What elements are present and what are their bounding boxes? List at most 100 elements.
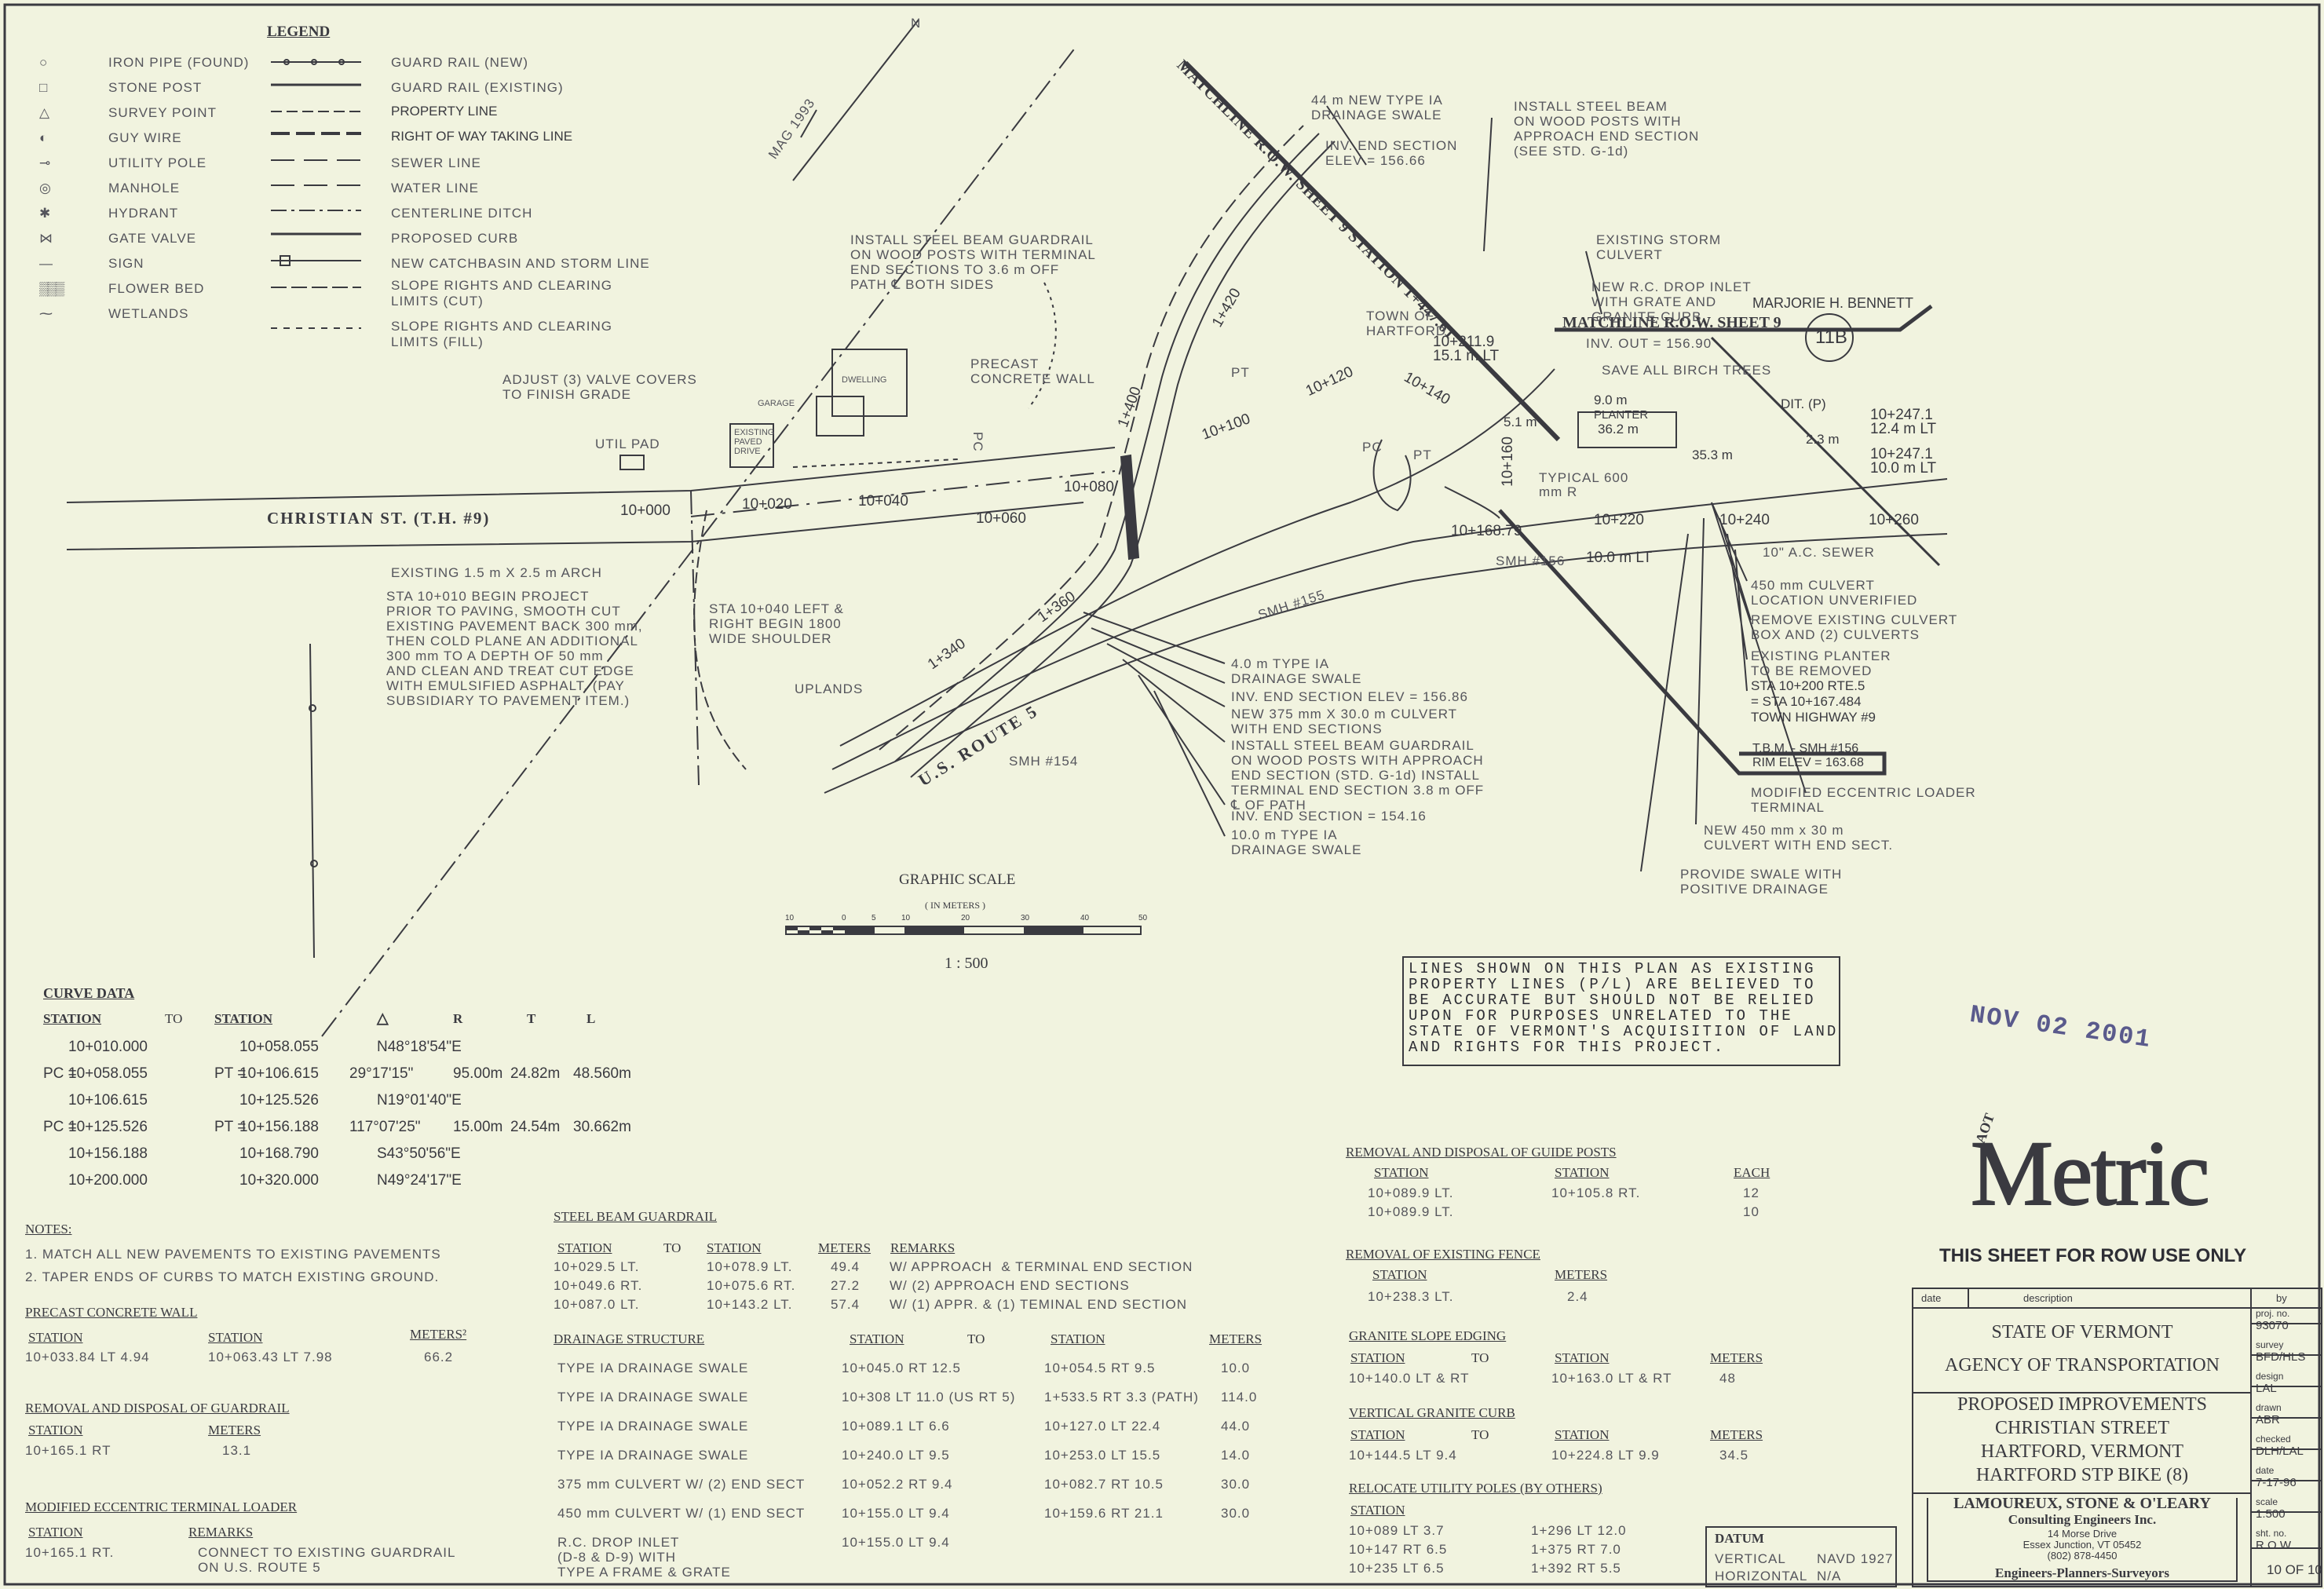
legend-item: GATE VALVE [108, 231, 197, 246]
field-label: sht. no. [2256, 1528, 2287, 1539]
table-header: METERS [208, 1423, 261, 1437]
driveway-label: EXISTING PAVED DRIVE [734, 428, 775, 456]
utility-poles-title: RELOCATE UTILITY POLES (BY OTHERS) [1349, 1481, 1602, 1496]
callout: EXISTING 1.5 m X 2.5 m ARCH [391, 565, 602, 580]
scale-tick: 10 [901, 914, 911, 922]
table-cell: 29°17'15" [349, 1065, 414, 1082]
legend-item: GUY WIRE [108, 130, 182, 145]
table-cell: 1+296 LT 12.0 [1531, 1523, 1627, 1538]
table-cell: 10+087.0 LT. [554, 1297, 640, 1312]
table-cell: 10+063.43 LT 7.98 [208, 1350, 333, 1364]
legend-item: SURVEY POINT [108, 105, 217, 120]
table-header: TO [663, 1240, 681, 1255]
graphic-scale-title: GRAPHIC SCALE [899, 871, 1016, 888]
field-value: BFD/HLS [2256, 1350, 2306, 1364]
field-label: survey [2256, 1339, 2284, 1350]
table-cell: 10+045.0 RT 12.5 [842, 1361, 961, 1375]
table-header: △ [377, 1010, 389, 1027]
legend-item: RIGHT OF WAY TAKING LINE [391, 129, 573, 144]
table-cell: 10+089 LT 3.7 [1349, 1523, 1445, 1538]
table-header: T [527, 1011, 536, 1026]
town-of-hartford-label: TOWN OF HARTFORD [1366, 309, 1447, 338]
callout: INV. END SECTION ELEV = 156.86 [1231, 689, 1468, 704]
dimension-label: 10.0 m LT [1586, 550, 1653, 566]
dimension-label: TYPICAL 600 mm R [1539, 470, 1629, 499]
table-header: TO [1471, 1427, 1489, 1442]
dimension-label: 9.0 m [1594, 393, 1628, 407]
table-cell: 10+078.9 LT. [707, 1259, 793, 1274]
table-header: STATION [28, 1330, 83, 1345]
table-header: REMARKS [890, 1240, 956, 1255]
legend-item: WATER LINE [391, 181, 480, 195]
legend-item: PROPOSED CURB [391, 231, 519, 246]
table-cell: 48 [1719, 1371, 1736, 1386]
table-cell: 57.4 [831, 1297, 861, 1312]
callout: 44 m NEW TYPE IA DRAINAGE SWALE [1311, 93, 1443, 122]
table-cell: 15.00m [453, 1119, 503, 1135]
callout: INV. OUT = 156.90 [1586, 336, 1712, 351]
datum-title: DATUM [1715, 1531, 1764, 1546]
datum-label: VERTICAL [1715, 1551, 1786, 1566]
christian-street-label: CHRISTIAN ST. (T.H. #9) [267, 509, 491, 528]
callout: 4.0 m TYPE IA DRAINAGE SWALE [1231, 656, 1362, 686]
table-cell: 10+165.1 RT [25, 1443, 111, 1458]
field-label: checked [2256, 1434, 2291, 1445]
graphic-scale-unit: ( IN METERS ) [925, 900, 985, 911]
callout: STA 10+010 BEGIN PROJECT PRIOR TO PAVING… [386, 589, 643, 708]
table-header: METERS² [410, 1327, 467, 1342]
table-header: STATION [208, 1330, 263, 1345]
callout: STA 10+040 LEFT & RIGHT BEGIN 1800 WIDE … [709, 601, 844, 646]
uplands-label: UPLANDS [795, 681, 864, 696]
firm-address: (802) 878-4450 [2047, 1550, 2118, 1562]
manhole-icon: ◎ [39, 181, 52, 195]
garage-label: GARAGE [758, 399, 795, 408]
station-label: 10+060 [976, 510, 1026, 527]
table-header: STATION [43, 1011, 102, 1026]
table-cell: 10+240.0 LT 9.5 [842, 1448, 950, 1463]
table-header: STATION [1350, 1427, 1405, 1442]
table-header: STATION [1372, 1267, 1427, 1282]
firm-address: 14 Morse Drive [2047, 1528, 2118, 1540]
table-cell: 10+159.6 RT 21.1 [1044, 1506, 1164, 1521]
callout: INSTALL STEEL BEAM GUARDRAIL ON WOOD POS… [850, 232, 1096, 292]
note-item: 2. TAPER ENDS OF CURBS TO MATCH EXISTING… [25, 1269, 440, 1284]
north-arrow-label: N [911, 16, 922, 31]
callout: REMOVE EXISTING CULVERT BOX AND (2) CULV… [1751, 612, 1958, 642]
table-header: STATION [1350, 1350, 1405, 1365]
table-cell: 1+533.5 RT 3.3 (PATH) [1044, 1390, 1199, 1405]
sheet-number: 10 OF 10 [2267, 1562, 2322, 1577]
scale-tick: 5 [872, 914, 876, 922]
table-cell: PC = [43, 1065, 77, 1082]
gate-valve-icon: ⋈ [39, 231, 53, 246]
table-header: R [453, 1011, 463, 1026]
table-cell: 12 [1743, 1185, 1759, 1200]
table-header: STATION [707, 1240, 762, 1255]
table-cell: 114.0 [1221, 1390, 1258, 1405]
project-line: CHRISTIAN STREET [1995, 1418, 2169, 1438]
table-header: STATION [1350, 1503, 1405, 1518]
legend-item: SLOPE RIGHTS AND CLEARING LIMITS (FILL) [391, 319, 612, 349]
table-cell: 10+156.188 [239, 1119, 319, 1135]
callout: INSTALL STEEL BEAM GUARDRAIL ON WOOD POS… [1231, 738, 1485, 813]
table-cell: 117°07'25" [349, 1119, 421, 1135]
legend-item: CENTERLINE DITCH [391, 206, 533, 221]
table-cell: PC = [43, 1119, 77, 1135]
station-label: 10+220 [1594, 512, 1644, 528]
field-value: DLH/LAL [2256, 1445, 2304, 1458]
field-value: LAL [2256, 1382, 2277, 1395]
table-cell: 10+127.0 LT 22.4 [1044, 1419, 1161, 1434]
table-header: TO [1471, 1350, 1489, 1365]
callout: INV. END SECTION = 154.16 [1231, 809, 1427, 824]
table-cell: 10+155.0 LT 9.4 [842, 1535, 950, 1550]
guide-posts-title: REMOVAL AND DISPOSAL OF GUIDE POSTS [1346, 1145, 1617, 1160]
callout: T.B.M. - SMH #156 RIM ELEV = 163.68 [1752, 742, 1864, 769]
table-header: METERS [1209, 1331, 1262, 1346]
table-cell: 44.0 [1221, 1419, 1251, 1434]
util-pad-label: UTIL PAD [595, 437, 660, 451]
table-cell: N49°24'17"E [377, 1172, 462, 1189]
project-line: PROPOSED IMPROVEMENTS [1957, 1394, 2208, 1415]
table-cell: TYPE IA DRAINAGE SWALE [557, 1419, 749, 1434]
legend-item: GUARD RAIL (EXISTING) [391, 80, 564, 95]
title-block-date-header: date [1921, 1292, 1942, 1304]
